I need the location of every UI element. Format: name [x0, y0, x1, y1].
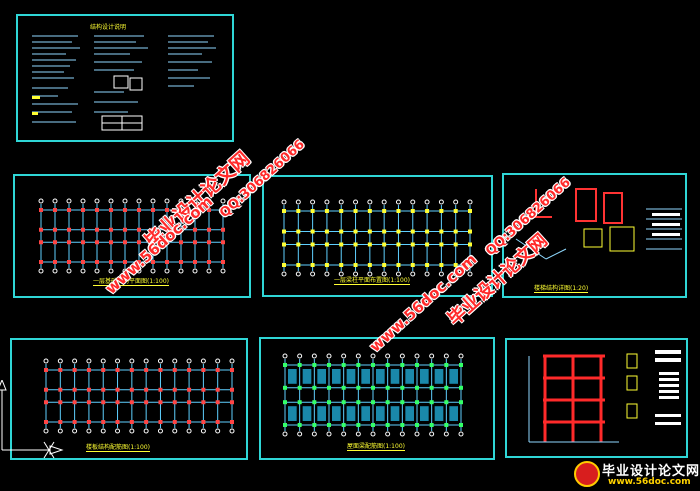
sheet-frame-elevation[interactable] [505, 338, 688, 458]
floor-plan-drawing [281, 199, 473, 277]
detail-drawings [515, 188, 682, 260]
frame-elevation-drawing [528, 350, 681, 443]
notes-text-block [32, 35, 216, 131]
sheet-caption: 楼板结构配筋图(1:100) [86, 444, 150, 452]
sheet-design-notes[interactable]: 结构设计说明 [16, 14, 234, 142]
sheet-plan-4[interactable]: 屋面梁配筋图(1:100) [259, 337, 495, 460]
sheet-caption: 一层梁柱平面布置图(1:100) [334, 277, 410, 285]
logo-url: www.56doc.com [608, 477, 691, 487]
site-logo[interactable]: 毕业设计论文网 www.56doc.com [572, 459, 699, 489]
floor-plan-drawing [38, 198, 226, 274]
sheet-title: 结构设计说明 [90, 24, 127, 31]
floor-plan-drawing [282, 353, 464, 437]
sheet-caption: 楼梯结构详图(1:20) [534, 285, 589, 293]
sheet-plan-3[interactable]: 楼板结构配筋图(1:100) [10, 338, 248, 460]
sheet-caption: 屋面梁配筋图(1:100) [347, 443, 405, 451]
logo-name: 毕业设计论文网 [602, 464, 700, 479]
sheet-caption: 一层基础结构平面图(1:100) [93, 278, 169, 286]
logo-mark-icon [574, 461, 600, 487]
sheet-plan-2[interactable]: 一层梁柱平面布置图(1:100) [262, 175, 493, 297]
floor-plan-drawing [43, 358, 235, 434]
ucs-axis-icon [0, 380, 64, 459]
sheet-plan-1[interactable]: 一层基础结构平面图(1:100) [13, 174, 251, 298]
sheet-stair-detail[interactable]: 楼梯结构详图(1:20) [502, 173, 687, 298]
